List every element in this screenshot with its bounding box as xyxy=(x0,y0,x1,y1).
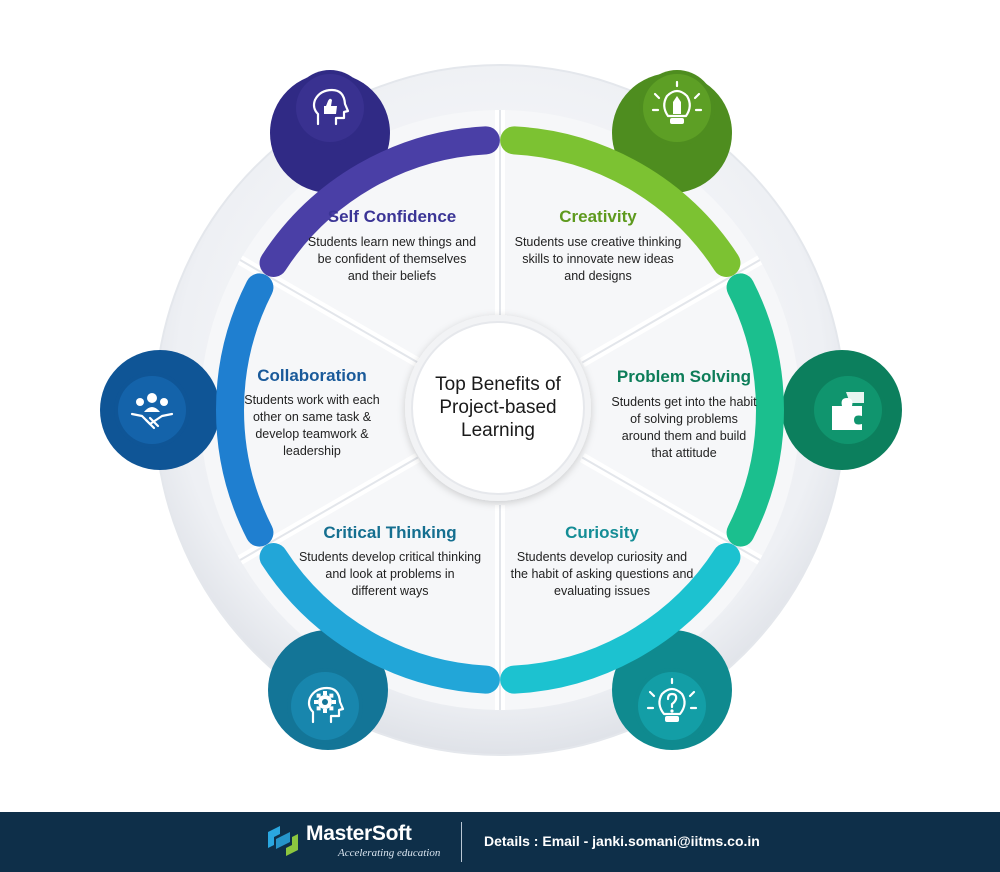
segment-arc xyxy=(500,126,741,277)
desc-line: that attitude xyxy=(651,446,717,460)
footer-brand: MasterSoft xyxy=(306,822,412,845)
segment-arc xyxy=(500,543,741,694)
desc-line: Students develop curiosity and xyxy=(516,550,688,564)
segment-divider-line xyxy=(581,259,761,364)
center-title-line: Learning xyxy=(461,420,535,441)
footer-tagline: Accelerating education xyxy=(338,847,441,859)
question-bulb-icon xyxy=(634,668,710,744)
desc-line: Students learn new things and xyxy=(307,235,477,249)
desc-line: evaluating issues xyxy=(554,584,650,598)
segment-divider-line xyxy=(581,456,761,561)
segment-icons xyxy=(114,70,886,744)
desc-line: Students develop critical thinking xyxy=(298,550,482,564)
thumbs-up-head-icon xyxy=(292,70,368,146)
segment-dividers xyxy=(237,110,763,710)
desc-line: of solving problems xyxy=(630,412,738,426)
segment-arc xyxy=(726,273,784,547)
segment-desc-collaboration: Students work with each other on same ta… xyxy=(222,392,402,460)
desc-line: Students work with each xyxy=(244,393,380,407)
center-title-line: Project-based xyxy=(439,397,557,418)
desc-line: and their beliefs xyxy=(347,269,437,283)
segment-arcs xyxy=(216,126,784,694)
benefits-diagram xyxy=(100,64,902,756)
desc-line: Students get into the habit xyxy=(611,395,757,409)
center-circle-inner xyxy=(411,321,585,495)
segment-divider-line xyxy=(239,456,419,561)
segment-desc-problem-solving: Students get into the habit of solving p… xyxy=(590,394,778,462)
gear-head-icon xyxy=(287,668,363,744)
segment-title-problem-solving: Problem Solving xyxy=(616,367,752,386)
handshake-team-icon xyxy=(114,372,190,448)
segment-title-self-confidence: Self Confidence xyxy=(327,207,457,226)
mastersoft-logo-icon xyxy=(268,826,298,856)
desc-line: skills to innovate new ideas xyxy=(522,252,674,266)
footer-bar: MasterSoft Accelerating education Detail… xyxy=(0,812,1000,872)
desc-line: develop teamwork & xyxy=(255,427,369,441)
desc-line: Students use creative thinking xyxy=(514,235,682,249)
desc-line: and designs xyxy=(564,269,632,283)
desc-line: and look at problems in xyxy=(325,567,455,581)
segment-title-collaboration: Collaboration xyxy=(257,366,367,385)
segment-title-creativity: Creativity xyxy=(559,207,637,226)
segment-title-curiosity: Curiosity xyxy=(565,523,639,542)
desc-line: around them and build xyxy=(621,429,747,443)
segment-title-critical-thinking: Critical Thinking xyxy=(323,523,457,542)
footer-contact: Details : Email - janki.somani@iitms.co.… xyxy=(484,833,760,849)
segment-divider-line xyxy=(239,259,419,364)
center-title: Top Benefits of Project-based Learning xyxy=(418,373,578,442)
desc-line: be confident of themselves xyxy=(317,252,467,266)
footer-divider xyxy=(461,822,462,862)
segment-desc-creativity: Students use creative thinking skills to… xyxy=(486,234,710,285)
segment-arc xyxy=(259,126,500,277)
segment-arc xyxy=(216,273,274,547)
desc-line: the habit of asking questions and xyxy=(510,567,694,581)
segment-arc xyxy=(259,543,500,694)
segment-desc-self-confidence: Students learn new things and be confide… xyxy=(282,234,502,285)
segment-desc-curiosity: Students develop curiosity and the habit… xyxy=(494,549,710,600)
pencil-bulb-icon xyxy=(639,70,715,146)
center-title-line: Top Benefits of xyxy=(435,374,561,395)
puzzle-icon xyxy=(810,372,886,448)
desc-line: leadership xyxy=(283,444,341,458)
desc-line: other on same task & xyxy=(252,410,372,424)
desc-line: different ways xyxy=(351,584,429,598)
segment-desc-critical-thinking: Students develop critical thinking and l… xyxy=(280,549,500,600)
